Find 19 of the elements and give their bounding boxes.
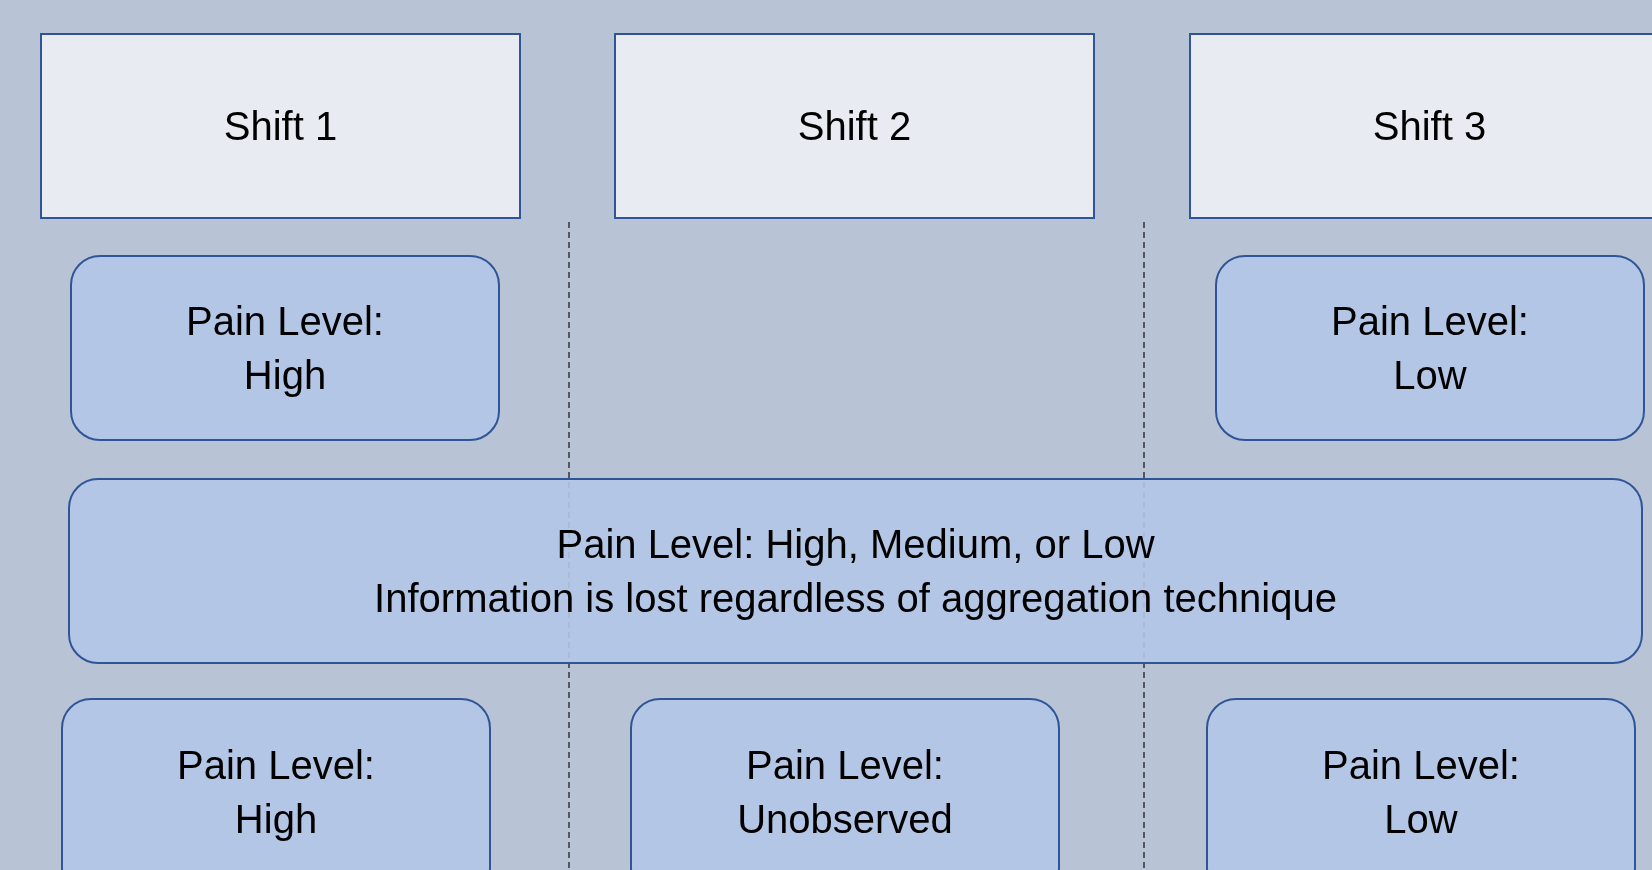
summary-box xyxy=(68,478,1643,664)
pain-level-box xyxy=(61,698,491,870)
pain-level-box xyxy=(1206,698,1636,870)
pain-level-text: Pain Level: Unobserved xyxy=(736,742,954,843)
pain-level-text: Pain Level: Low xyxy=(1321,742,1521,843)
shift-label: Shift 3 xyxy=(1372,103,1487,150)
pain-level-box xyxy=(70,255,500,441)
shift-label: Shift 2 xyxy=(797,103,912,150)
shift-box xyxy=(1189,33,1652,219)
shift-box xyxy=(614,33,1095,219)
shift-label: Shift 1 xyxy=(223,103,338,150)
pain-level-text: Pain Level: High xyxy=(185,298,385,399)
pain-level-box xyxy=(630,698,1060,870)
pain-level-text: Pain Level: High, Medium, or Low xyxy=(556,521,1155,568)
pain-level-text: Pain Level: Low xyxy=(1330,298,1530,399)
pain-level-box xyxy=(1215,255,1645,441)
pain-level-text: Information is lost regardless of aggregation technique xyxy=(374,575,1337,622)
shift-box xyxy=(40,33,521,219)
pain-level-text: Pain Level: High xyxy=(176,742,376,843)
